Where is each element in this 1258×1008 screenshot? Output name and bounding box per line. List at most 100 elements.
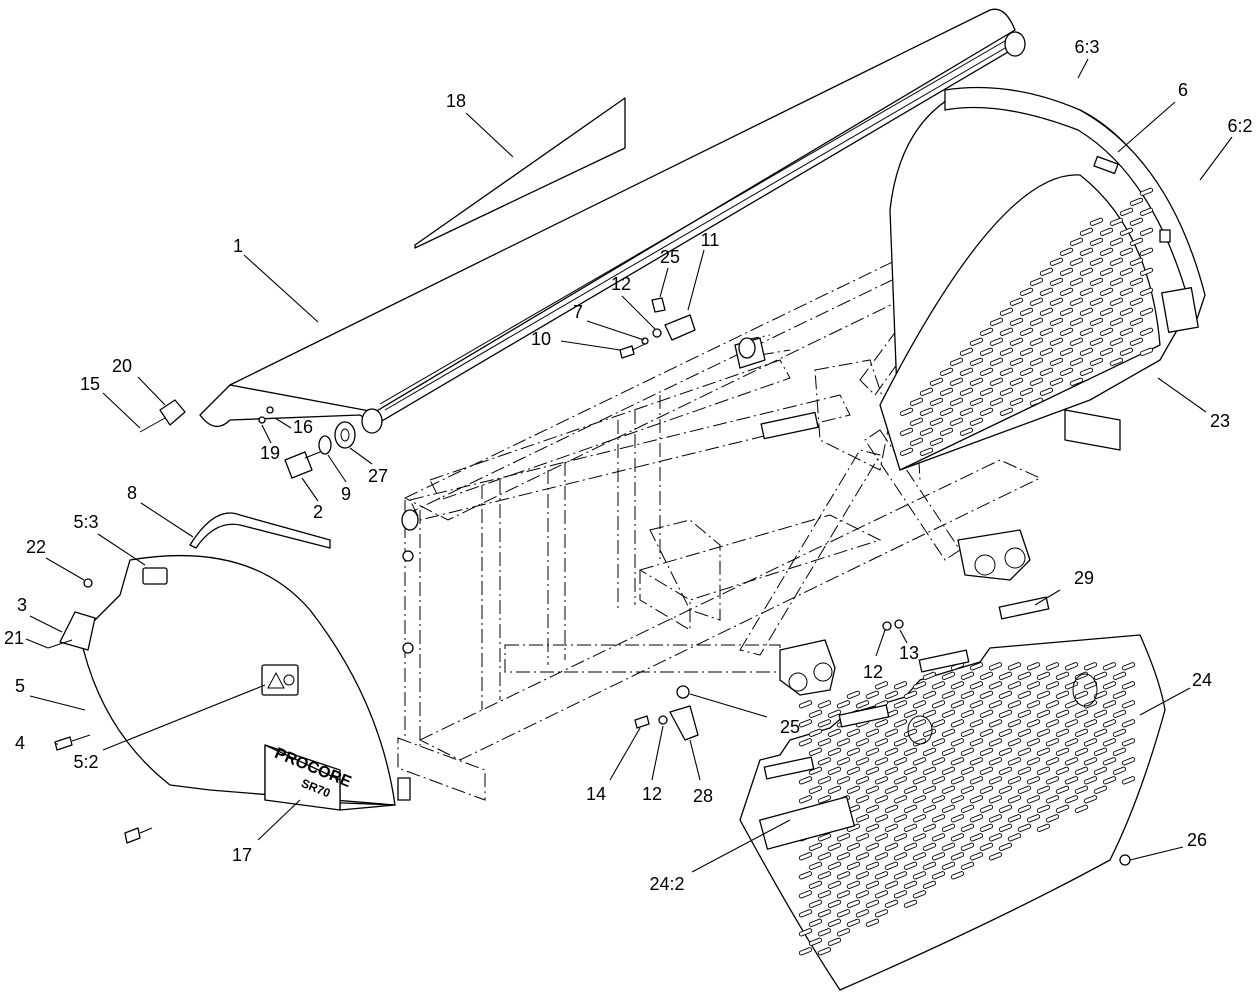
perforation-slot [855, 871, 870, 880]
perforation-slot [817, 738, 832, 747]
perforation-slot [1139, 207, 1154, 216]
perforation-slot [988, 814, 1003, 823]
perforation-slot [1009, 317, 1024, 326]
perforation-slot [959, 387, 974, 396]
perforation-slot [1026, 662, 1041, 671]
perforation-slot [1112, 728, 1127, 737]
perforation-slot [903, 690, 918, 699]
perforation-slot [949, 397, 964, 406]
perforation-slot [988, 852, 1003, 861]
perforation-slot [1074, 766, 1089, 775]
perforation-slot [1121, 719, 1136, 728]
perforation-slot [979, 804, 994, 813]
perforation-slot [798, 700, 813, 709]
perforation-slot [1049, 377, 1064, 386]
perforation-slot [798, 719, 813, 728]
perforation-slot [884, 728, 899, 737]
perforation-slot [1074, 804, 1089, 813]
perforation-slot [960, 804, 975, 813]
perforation-slot [903, 899, 918, 908]
perforation-slot [931, 833, 946, 842]
perforation-slot [999, 367, 1014, 376]
perforation-slot [836, 928, 851, 937]
perforation-slot [865, 785, 880, 794]
perforation-slot [939, 387, 954, 396]
callout-5-2: 5:2 [73, 752, 98, 772]
callout-25-top: 25 [660, 247, 680, 267]
perforation-slot [1029, 397, 1044, 406]
perforation-slot [1039, 327, 1054, 336]
perforation-slot [1069, 337, 1084, 346]
perforation-slot [1019, 347, 1034, 356]
perforation-slot [1079, 307, 1094, 316]
perforation-slot [1119, 207, 1134, 216]
perforation-slot [969, 337, 984, 346]
perforation-slot [1079, 227, 1094, 236]
perforation-slot [960, 747, 975, 756]
perforation-slot [874, 814, 889, 823]
perforation-slot [960, 690, 975, 699]
perforation-slot [941, 728, 956, 737]
perforation-slot [865, 842, 880, 851]
perforation-slot [1036, 728, 1051, 737]
perforation-slot [912, 871, 927, 880]
perforation-slot [884, 823, 899, 832]
perforation-slot [959, 407, 974, 416]
perforation-slot [1069, 257, 1084, 266]
perforation-slot [1007, 738, 1022, 747]
perforation-slot [1121, 738, 1136, 747]
perforation-slot [846, 728, 861, 737]
perforation-slot [827, 709, 842, 718]
perforation-slot [874, 719, 889, 728]
perforation-slot [1139, 327, 1154, 336]
perforation-slot [865, 880, 880, 889]
callout-16: 16 [293, 417, 313, 437]
perforation-slot [884, 842, 899, 851]
perforation-slot [1079, 347, 1094, 356]
perforation-slot [855, 738, 870, 747]
callout-5: 5 [15, 676, 25, 696]
perforation-slot [836, 776, 851, 785]
callout-12-hitch: 12 [863, 662, 883, 682]
perforation-slot [1119, 247, 1134, 256]
perforation-slot [1083, 757, 1098, 766]
perforation-slot [909, 417, 924, 426]
perforation-slot [836, 757, 851, 766]
perforation-slot [893, 852, 908, 861]
perforation-slot [1029, 337, 1044, 346]
perforation-slot [1083, 681, 1098, 690]
perforation-slot [1059, 347, 1074, 356]
perforation-slot [1093, 785, 1108, 794]
perforation-slot [1039, 347, 1054, 356]
perforation-slot [846, 861, 861, 870]
perforation-slot [903, 842, 918, 851]
perforation-slot [1045, 738, 1060, 747]
perforation-slot [798, 890, 813, 899]
perforation-slot [1099, 267, 1114, 276]
callout-19: 19 [260, 443, 280, 463]
perforation-slot [1045, 719, 1060, 728]
perforation-slot [817, 757, 832, 766]
perforation-slot [1074, 690, 1089, 699]
perforation-slot [846, 880, 861, 889]
perforation-slot [959, 347, 974, 356]
perforation-slot [903, 766, 918, 775]
perforation-slot [931, 719, 946, 728]
callout-20: 20 [112, 356, 132, 376]
perforation-slot [846, 899, 861, 908]
perforation-slot [922, 804, 937, 813]
perforation-slot [798, 947, 813, 956]
perforation-slot [988, 700, 1003, 709]
perforation-slot [931, 738, 946, 747]
callout-15: 15 [80, 374, 100, 394]
callout-21: 21 [4, 628, 24, 648]
perforation-slot [919, 407, 934, 416]
perforation-slot [817, 795, 832, 804]
perforation-slot [1049, 297, 1064, 306]
perforation-slot [950, 814, 965, 823]
perforation-slot [1045, 814, 1060, 823]
perforation-slot [1026, 795, 1041, 804]
perforation-slot [846, 918, 861, 927]
perforation-slot [1089, 217, 1104, 226]
perforation-slot [969, 397, 984, 406]
